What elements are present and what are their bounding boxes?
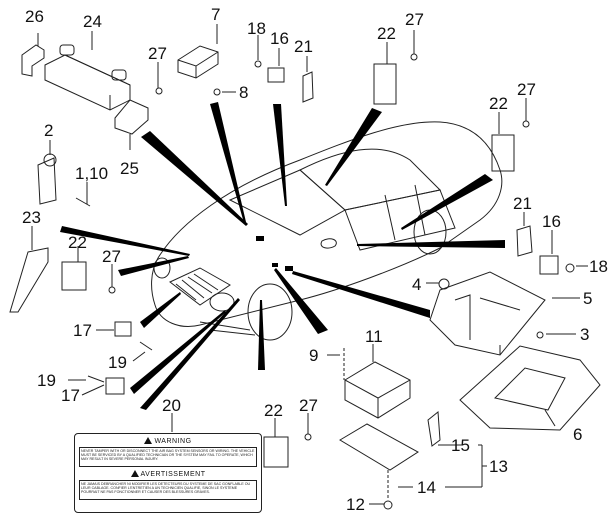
callout-21: 21 — [294, 37, 313, 56]
callout-1-10: 1,10 — [75, 164, 109, 183]
callout-15: 15 — [451, 436, 470, 455]
callout-9: 9 — [309, 346, 319, 365]
warning-heading-fr-text: AVERTISSEMENT — [140, 471, 206, 478]
part-24-module — [44, 44, 131, 111]
callout-3: 3 — [580, 325, 590, 344]
part-26-bracket — [21, 44, 45, 77]
callout-27: 27 — [148, 44, 167, 63]
leader-lines — [31, 24, 588, 505]
callout-22: 22 — [489, 94, 508, 113]
part-14-bracket — [339, 411, 441, 510]
callout-8: 8 — [239, 83, 249, 102]
part-5-control-unit — [429, 271, 546, 356]
part-23-bracket — [9, 247, 49, 313]
part-22-connectors — [61, 53, 530, 468]
warning-heading-fr: AVERTISSEMENT — [75, 470, 261, 478]
callout-17: 17 — [73, 321, 92, 340]
part-17-sensors — [87, 321, 153, 395]
callout-25: 25 — [120, 159, 139, 178]
callout-24: 24 — [83, 12, 102, 31]
warning-triangle-icon — [130, 470, 139, 477]
part-6-mounting-plate — [459, 345, 601, 431]
callout-16: 16 — [270, 29, 289, 48]
callout-5: 5 — [583, 289, 593, 308]
callout-27: 27 — [517, 80, 536, 99]
part-25-bracket — [114, 99, 149, 135]
callout-27: 27 — [405, 10, 424, 29]
callout-18: 18 — [247, 19, 266, 38]
callout-2: 2 — [44, 121, 54, 140]
callout-12: 12 — [346, 495, 365, 514]
callout-19: 19 — [108, 353, 127, 372]
callout-27: 27 — [299, 396, 318, 415]
callout-21: 21 — [513, 194, 532, 213]
callout-18: 18 — [589, 257, 608, 276]
part-11-airbag-module — [343, 348, 411, 419]
car-body — [151, 121, 503, 341]
callout-22: 22 — [264, 401, 283, 420]
callout-6: 6 — [573, 425, 583, 444]
callout-26: 26 — [25, 7, 44, 26]
callout-22: 22 — [68, 233, 87, 252]
warning-label: WARNING NEVER TAMPER WITH OR DISCONNECT … — [74, 433, 262, 513]
callout-14: 14 — [417, 478, 436, 497]
callout-13: 13 — [489, 457, 508, 476]
pointer-wedges — [60, 102, 505, 410]
callout-27: 27 — [102, 247, 121, 266]
warning-triangle-icon — [144, 437, 153, 444]
warning-heading: WARNING — [75, 437, 261, 445]
warning-body-fr: NE JAMAIS DEBRANCHER NI MODIFIER LES DET… — [79, 480, 257, 500]
callout-7: 7 — [211, 5, 221, 24]
warning-heading-text: WARNING — [154, 438, 192, 445]
callout-22: 22 — [377, 24, 396, 43]
callout-4: 4 — [412, 275, 422, 294]
part-7-sensor — [177, 45, 219, 79]
warning-body-en: NEVER TAMPER WITH OR DISCONNECT THE AIR … — [79, 447, 257, 467]
callout-23: 23 — [22, 208, 41, 227]
callout-16: 16 — [542, 212, 561, 231]
part-16-sensor-top — [254, 60, 314, 103]
callout-20: 20 — [162, 396, 181, 415]
part-16-sensor-right — [516, 225, 575, 275]
callout-19: 19 — [37, 371, 56, 390]
callout-11: 11 — [365, 327, 383, 346]
callout-17: 17 — [61, 386, 80, 405]
